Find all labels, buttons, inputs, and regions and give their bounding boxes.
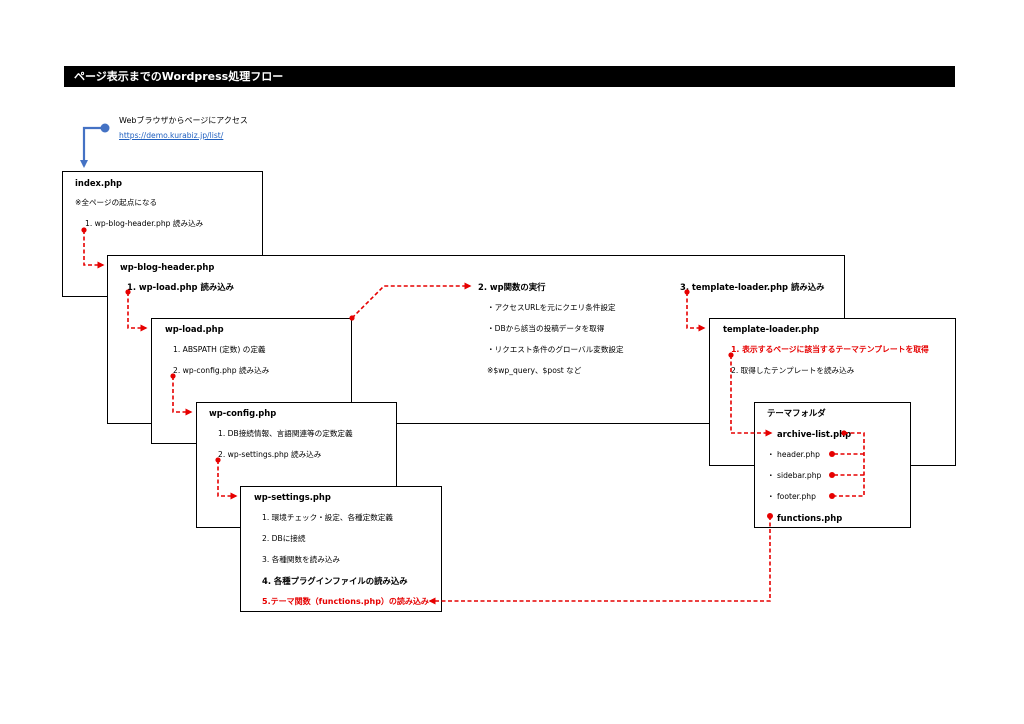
index-to-blog-header-arrow [83,230,105,269]
footer-php: ・ footer.php [767,492,816,501]
wp-blog-header-step1: 1. wp-load.php 読み込み [127,282,234,292]
browser-url-link[interactable]: https://demo.kurabiz.jp/list/ [119,131,224,140]
wp-load-step1: 1. ABSPATH (定数) の定義 [173,345,266,354]
wp-blog-header-step3: 3. template-loader.php 読み込み [680,282,825,292]
sidebar-php: ・ sidebar.php [767,471,822,480]
wp-settings-step3: 3. 各種関数を読み込み [262,555,341,564]
wp-settings-step5: 5.テーマ関数（functions.php）の読み込み [262,597,429,606]
blog-header-to-template-loader-arrow [686,292,706,332]
functions-php: functions.php [777,513,843,523]
wp-settings-step1: 1. 環境チェック・設定、各種定数定義 [262,513,394,522]
wp-load-step2: 2. wp-config.php 読み込み [173,366,270,375]
wp-blog-header-title: wp-blog-header.php [120,262,215,272]
page-title: ページ表示までのWordpress処理フロー [64,66,955,87]
wp-settings-step2: 2. DBに接続 [262,534,306,543]
index-php-note: ※全ページの起点になる [75,198,158,207]
browser-access-text: Webブラウザからページにアクセス [119,116,248,125]
index-php-title: index.php [75,178,123,188]
template-loader-step1: 1. 表示するページに該当するテーマテンプレートを取得 [731,345,929,354]
functions-to-wp-settings-arrow [428,516,771,605]
template-loader-step2: 2. 取得したテンプレートを読み込み [731,366,855,375]
archive-list-php: archive-list.php [777,429,852,439]
wp-settings-title: wp-settings.php [254,492,331,502]
wp-load-title: wp-load.php [165,324,224,334]
wp-settings-step4: 4. 各種プラグインファイルの読み込み [262,576,408,586]
blog-header-to-wp-load-arrow [127,292,148,332]
wp-blog-header-step2: 2. wp関数の実行 [478,282,546,292]
browser-to-index-arrow [80,123,110,168]
theme-folder-title: テーマフォルダ [767,408,826,418]
index-php-step1: 1. wp-blog-header.php 読み込み [85,219,204,228]
wp-func-item-1: ・アクセスURLを元にクエリ条件設定 [487,303,616,312]
wp-config-to-wp-settings-arrow [217,460,238,500]
wp-func-item-2: ・DBから該当の投稿データを取得 [487,324,605,333]
wp-settings-box [240,486,442,612]
header-php: ・ header.php [767,450,820,459]
wp-func-item-3: ・リクエスト条件のグローバル変数設定 [487,345,624,354]
theme-folder-box [754,402,911,528]
wp-load-to-wp-function-arrow [351,282,472,319]
wp-func-item-4: ※$wp_query、$post など [487,366,582,375]
template-loader-to-archive-arrow [730,355,773,437]
wp-config-step2: 2. wp-settings.php 読み込み [218,450,322,459]
archive-to-parts-lines [832,432,865,497]
wp-config-title: wp-config.php [209,408,277,418]
wp-load-to-wp-config-arrow [172,376,193,416]
template-loader-title: template-loader.php [723,324,820,334]
wp-config-step1: 1. DB接続情報、言語関連等の定数定義 [218,429,353,438]
